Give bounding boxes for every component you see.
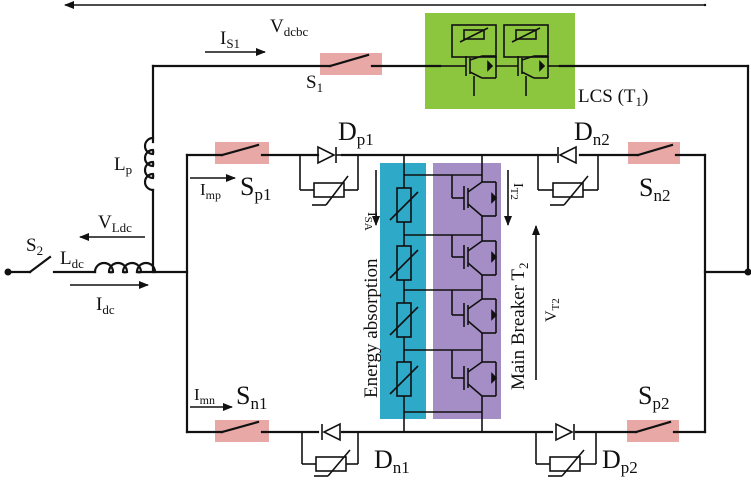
label-dn2: Dn2 (574, 117, 610, 149)
label-vldc: VLdc (98, 212, 132, 235)
label-sp1: Sp1 (240, 172, 271, 204)
varistor-4 (389, 350, 419, 412)
label-energy-absorption: Energy absorption (361, 258, 382, 398)
s1-highlight (320, 53, 382, 75)
lcs-block (425, 13, 575, 109)
lcs-internal (440, 24, 560, 96)
wiring (6, 3, 750, 434)
varistor-3 (389, 290, 419, 350)
breaker-column (403, 155, 483, 432)
sp2-highlight (627, 420, 679, 442)
label-dn1: Dn1 (374, 445, 410, 477)
igbt-3 (451, 290, 498, 350)
label-is1: IS1 (220, 28, 240, 51)
varistor-2 (389, 235, 419, 290)
label-sp2: Sp2 (638, 381, 669, 413)
left-terminal (4, 268, 12, 276)
varistor-1 (389, 175, 419, 235)
label-s1: S1 (306, 72, 323, 95)
label-dp2: Dp2 (602, 445, 638, 477)
igbt-4 (451, 350, 498, 412)
label-vdcbc: Vdcbc (270, 16, 309, 39)
energy-absorption-band (380, 163, 426, 419)
label-imp: Imp (200, 180, 221, 202)
dp1-diode (299, 145, 359, 206)
dn2-diode (537, 145, 599, 206)
label-ldc: Ldc (60, 248, 84, 271)
label-lp: Lp (114, 154, 132, 177)
label-isa: ISA (362, 212, 379, 231)
label-s2: S2 (26, 235, 43, 258)
label-lcs: LCS (T1) (578, 86, 648, 109)
igbt-2 (451, 235, 498, 290)
label-idc: Idc (96, 294, 115, 317)
label-dp1: Dp1 (338, 117, 374, 149)
dn1-diode (301, 422, 359, 477)
label-sn2: Sn2 (639, 173, 670, 205)
main-breaker-band (433, 163, 501, 419)
label-sn1: Sn1 (236, 381, 267, 413)
label-imn: Imn (194, 385, 215, 407)
label-it2: IT2 (508, 183, 525, 200)
sp1-highlight (215, 142, 269, 164)
right-terminal (744, 268, 751, 276)
label-main-breaker: Main Breaker T2 (508, 263, 531, 391)
label-vt2: VT2 (543, 298, 562, 322)
dp2-diode (535, 422, 597, 477)
sn1-highlight (215, 420, 269, 442)
igbt-1 (451, 175, 498, 235)
